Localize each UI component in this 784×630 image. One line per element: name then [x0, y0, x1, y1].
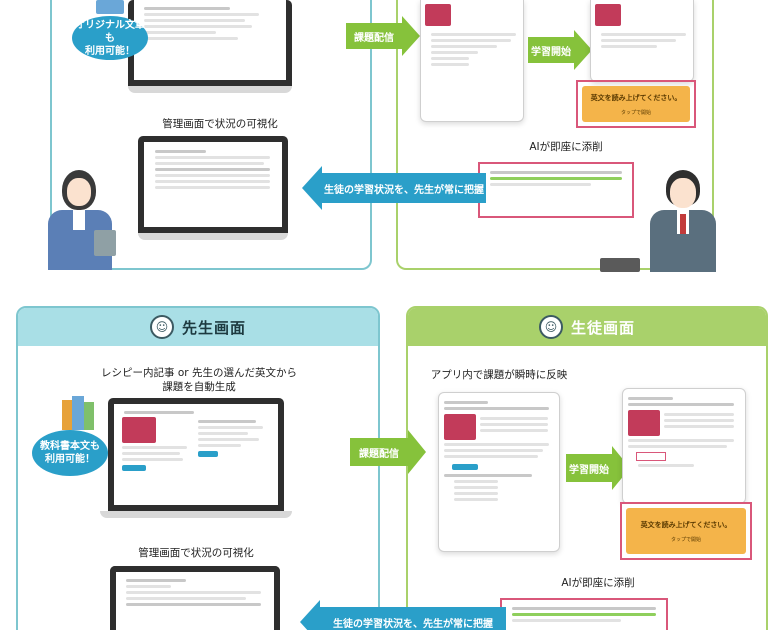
top-laptop-admin: [138, 136, 288, 242]
student-phone-practice: [622, 388, 746, 504]
arrow-start: 学習開始: [566, 446, 630, 490]
teacher-bubble: 教科書本文も 利用可能！: [32, 430, 108, 476]
student-illustration: [600, 170, 730, 280]
student-ai-feedback-card: [500, 598, 668, 630]
top-ai-feedback-card: [478, 162, 634, 218]
arrow-progress: 生徒の学習状況を、先生が常に把握: [300, 600, 506, 630]
top-caption-ai: AIが即座に添削: [529, 141, 603, 153]
teacher-laptop-admin: [110, 566, 280, 630]
top-arrow-start: 学習開始: [528, 30, 592, 70]
top-arrow-progress: 生徒の学習状況を、先生が常に把握: [302, 166, 486, 210]
student-panel-title: 生徒画面: [570, 318, 635, 337]
top-book-icon: [96, 0, 124, 14]
textbook-icon: [62, 396, 96, 430]
teacher-panel-header: ☺ 先生画面: [18, 308, 378, 346]
teacher-illustration: [40, 170, 130, 270]
top-phone-1: [420, 0, 524, 122]
student-result-frame: 英文を読み上げてください。 タップで開始: [620, 502, 752, 560]
student-caption-ai: AIが即座に添削: [561, 577, 635, 589]
teacher-face-icon: ☺: [149, 315, 174, 339]
teacher-caption-admin: 管理画面で状況の可視化: [138, 547, 254, 559]
top-phone-2: [590, 0, 694, 82]
student-caption-reflect: アプリ内で課題が瞬時に反映: [430, 369, 568, 381]
teacher-laptop-generator: [100, 398, 292, 520]
student-face-icon: ☺: [538, 315, 563, 339]
student-phone-assignment: [438, 392, 560, 552]
student-panel-header: ☺ 生徒画面: [408, 308, 766, 346]
top-laptop-generator: [128, 0, 292, 95]
arrow-assign: 課題配信: [350, 430, 426, 474]
top-caption-admin: 管理画面で状況の可視化: [162, 118, 278, 130]
top-arrow-assign: 課題配信: [346, 16, 420, 56]
teacher-panel-title: 先生画面: [181, 318, 246, 337]
read-aloud-card[interactable]: 英文を読み上げてください。 タップで開始: [626, 508, 746, 554]
top-result-frame: 英文を読み上げてください。 タップで開始: [576, 80, 696, 128]
top-bubble: オリジナル文章も 利用可能！: [72, 16, 148, 60]
teacher-caption-generate: レシピー内記事 or 先生の選んだ英文から 課題を自動生成: [101, 367, 297, 393]
